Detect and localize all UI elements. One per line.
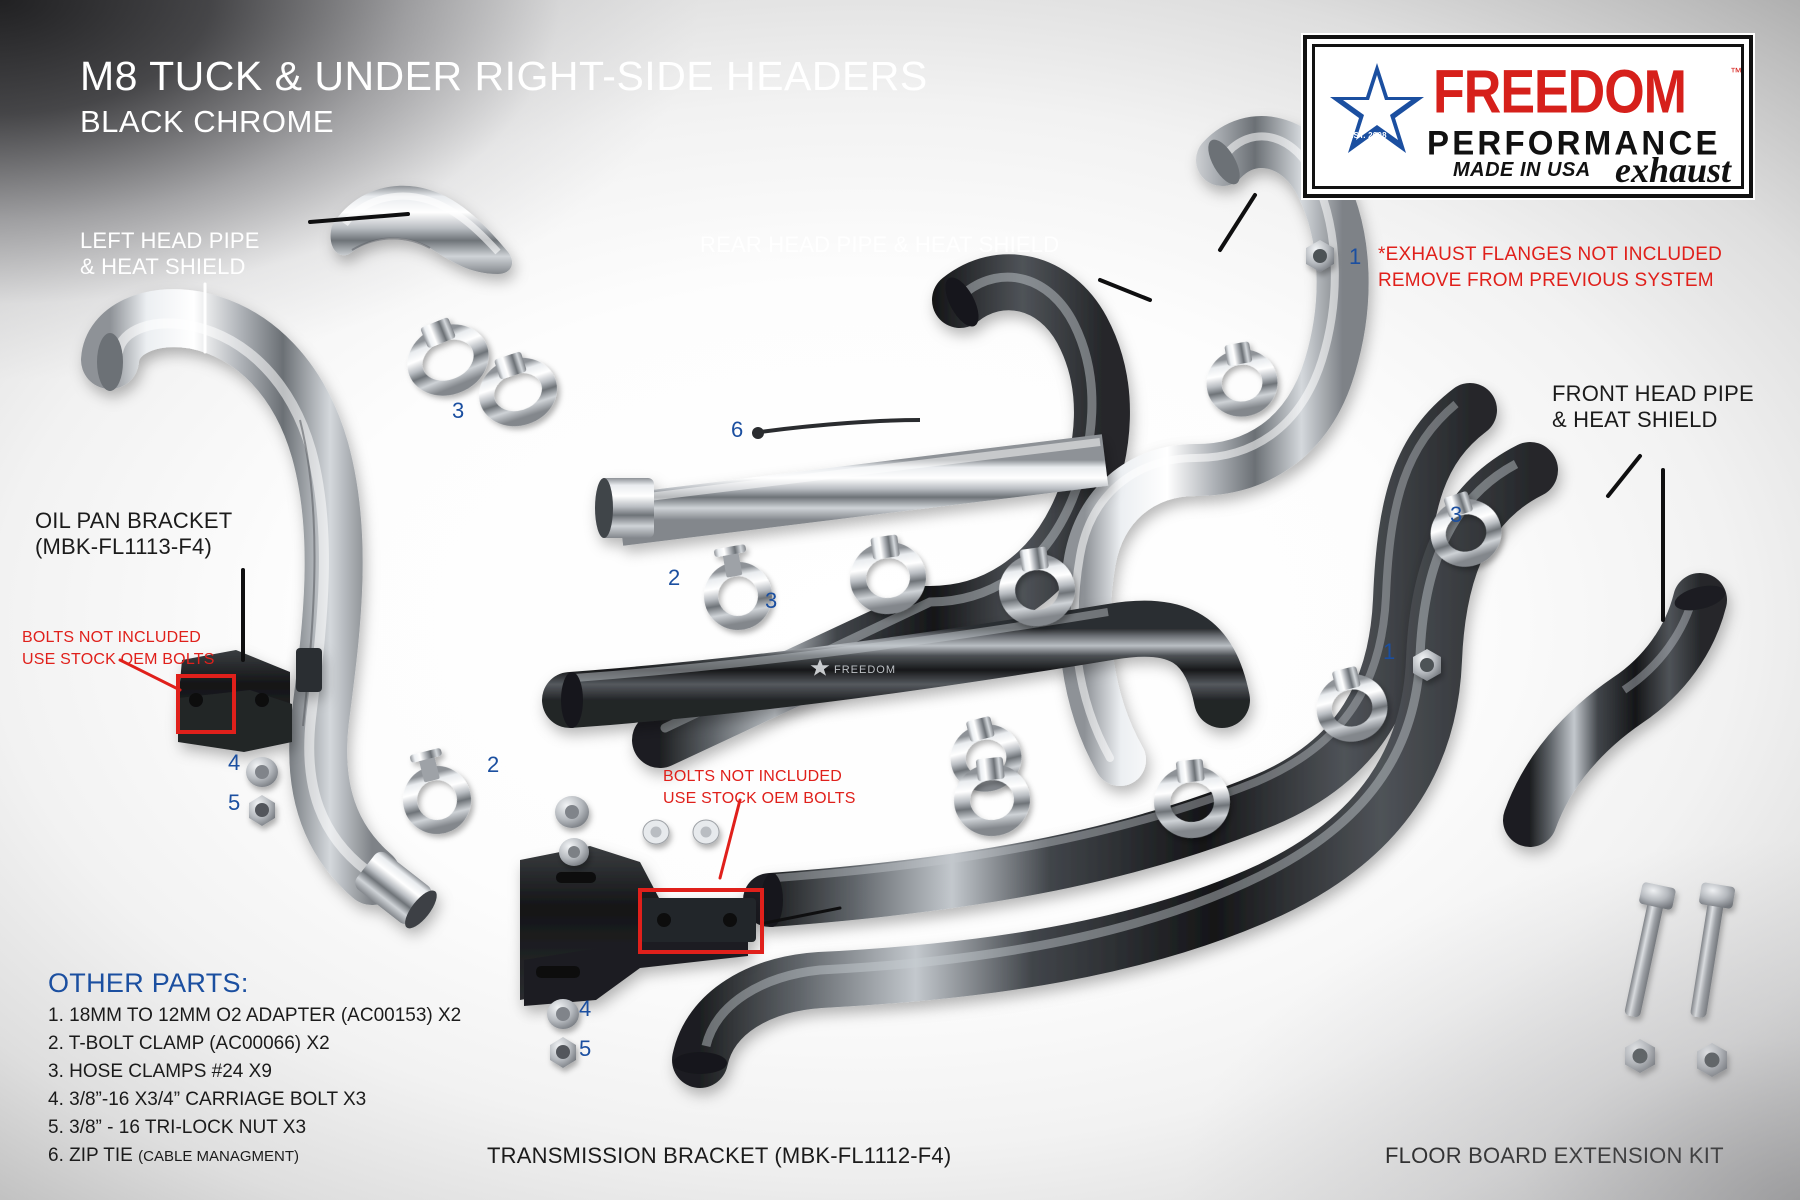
warning-bolts-mid-line1: BOLTS NOT INCLUDED — [663, 768, 843, 785]
callout-oil-pan-line1: OIL PAN BRACKET — [35, 508, 233, 533]
marker-2-left: 2 — [487, 752, 500, 777]
straight-chrome-pipe — [595, 434, 1109, 546]
hose-clamps-group — [403, 317, 1502, 839]
other-parts-item-6: 6. ZIP TIE (CABLE MANAGMENT) — [48, 1145, 461, 1167]
black-chrome-lower-pipe — [743, 383, 1497, 927]
logo-inner-frame: EST. 2008 FREEDOM ™ PERFORMANCE MADE IN … — [1312, 44, 1744, 189]
marker-3-center: 3 — [765, 588, 778, 613]
marker-2-tbolt: 2 — [668, 565, 681, 590]
warning-flange-line2: REMOVE FROM PREVIOUS SYSTEM — [1378, 269, 1714, 291]
other-parts-item-5: 5. 3/8” - 16 TRI-LOCK NUT X3 — [48, 1117, 461, 1139]
other-parts-item-6-text: ZIP TIE — [69, 1145, 133, 1166]
left-head-pipe-part — [81, 289, 437, 929]
callout-oil-pan-bracket: OIL PAN BRACKET (MBK-FL1113-F4) — [35, 508, 232, 560]
warning-flange-line1: *EXHAUST FLANGES NOT INCLUDED — [1378, 244, 1723, 265]
brand-logo: EST. 2008 FREEDOM ™ PERFORMANCE MADE IN … — [1303, 35, 1753, 198]
zip-tie-part — [752, 418, 921, 439]
marker-4-mid: 4 — [579, 996, 592, 1021]
marker-1-top: 1 — [1349, 244, 1362, 269]
other-parts-item-4-text: 3/8”-16 X3/4” CARRIAGE BOLT X3 — [69, 1089, 367, 1110]
trans-bolt-highlight — [638, 888, 764, 954]
warning-bolts-transmission: BOLTS NOT INCLUDED USE STOCK OEM BOLTS — [663, 766, 856, 809]
warning-bolts-left-line1: BOLTS NOT INCLUDED — [22, 629, 202, 646]
callout-left-head-pipe-line2: & HEAT SHIELD — [80, 253, 246, 279]
logo-exhaust-text: exhaust — [1615, 150, 1732, 189]
other-parts-item-5-number: 5. — [48, 1117, 64, 1138]
other-parts-item-4: 4. 3/8”-16 X3/4” CARRIAGE BOLT X3 — [48, 1089, 461, 1111]
logo-brand-text: FREEDOM — [1433, 58, 1687, 127]
o2-adapter-top — [1306, 240, 1334, 272]
oil-pan-bolt-highlight — [176, 674, 236, 734]
callout-front-head-pipe-line2: & HEAT SHIELD — [1552, 406, 1718, 432]
callout-front-head-pipe-line1: FRONT HEAD PIPE — [1552, 381, 1754, 406]
callout-floor-board-kit: FLOOR BOARD EXTENSION KIT — [1385, 1143, 1724, 1168]
rear-head-pipe-chrome — [1058, 116, 1369, 786]
callout-front-head-pipe: FRONT HEAD PIPE & HEAT SHIELD — [1552, 381, 1754, 433]
marker-3-right: 3 — [1450, 502, 1463, 527]
other-parts-item-3-number: 3. — [48, 1061, 64, 1082]
callout-oil-pan-line2: (MBK-FL1113-F4) — [35, 533, 213, 559]
other-parts-heading: OTHER PARTS: — [48, 968, 249, 998]
other-parts-item-4-number: 4. — [48, 1089, 64, 1110]
warning-bolts-left-line2: USE STOCK OEM BOLTS — [22, 650, 215, 668]
carriage-bolt-group-left — [246, 757, 278, 826]
other-parts-item-2-number: 2. — [48, 1033, 64, 1054]
callout-transmission-bracket: TRANSMISSION BRACKET (MBK-FL1112-F4) — [487, 1143, 952, 1168]
logo-subbrand-text: PERFORMANCE — [1427, 123, 1721, 162]
callout-left-head-pipe: LEFT HEAD PIPE & HEAT SHIELD — [80, 228, 260, 280]
other-parts-list: OTHER PARTS: 1. 18MM TO 12MM O2 ADAPTER … — [48, 968, 461, 1167]
other-parts-item-5-text: 3/8” - 16 TRI-LOCK NUT X3 — [69, 1117, 307, 1138]
other-parts-item-1-text: 18MM TO 12MM O2 ADAPTER (AC00153) X2 — [69, 1005, 462, 1026]
marker-4-left: 4 — [228, 750, 241, 775]
logo-trademark: ™ — [1730, 65, 1742, 79]
warning-bolts-oil-pan: BOLTS NOT INCLUDED USE STOCK OEM BOLTS — [22, 627, 215, 670]
logo-est-text: EST. 2008 — [1348, 131, 1387, 140]
logo-made-in-usa: MADE IN USA — [1453, 159, 1591, 181]
callout-rear-head-pipe: REAR HEAD PIPE & HEAT SHIELD — [700, 232, 1060, 257]
marker-5-left: 5 — [228, 790, 241, 815]
other-parts-item-3: 3. HOSE CLAMPS #24 X9 — [48, 1061, 461, 1083]
warning-bolts-mid-line2: USE STOCK OEM BOLTS — [663, 789, 856, 807]
o2-adapter-mid — [1413, 649, 1441, 681]
page-subtitle: BLACK CHROME — [80, 104, 335, 139]
other-parts-item-6-note: (CABLE MANAGMENT) — [138, 1148, 299, 1165]
warning-exhaust-flanges: *EXHAUST FLANGES NOT INCLUDED REMOVE FRO… — [1378, 242, 1722, 293]
marker-5-mid: 5 — [579, 1036, 592, 1061]
front-head-pipe-part — [1503, 573, 1727, 847]
page-title: M8 TUCK & UNDER RIGHT-SIDE HEADERS — [80, 53, 928, 99]
star-icon — [1330, 63, 1424, 153]
svg-text:FREEDOM: FREEDOM — [834, 664, 896, 676]
callout-left-head-pipe-line1: LEFT HEAD PIPE — [80, 228, 260, 253]
left-heat-shield-piece — [330, 185, 513, 274]
other-parts-item-6-number: 6. — [48, 1145, 64, 1166]
floor-board-bolts — [1624, 882, 1735, 1077]
other-parts-item-1: 1. 18MM TO 12MM O2 ADAPTER (AC00153) X2 — [48, 1005, 461, 1027]
other-parts-item-1-number: 1. — [48, 1005, 64, 1026]
transmission-bracket-part — [520, 846, 756, 1006]
marker-1-mid: 1 — [1383, 639, 1396, 664]
rear-head-pipe-part — [632, 254, 1130, 768]
leader-lines — [118, 193, 1665, 925]
marker-6-ziptie: 6 — [731, 417, 744, 442]
other-parts-item-2-text: T-BOLT CLAMP (AC00066) X2 — [68, 1033, 330, 1054]
other-parts-item-2: 2. T-BOLT CLAMP (AC00066) X2 — [48, 1033, 461, 1055]
black-chrome-straight-pipe: FREEDOM — [542, 600, 1250, 728]
other-parts-item-3-text: HOSE CLAMPS #24 X9 — [69, 1061, 272, 1082]
marker-3-top: 3 — [452, 398, 465, 423]
carriage-bolt-group-mid — [547, 999, 579, 1068]
